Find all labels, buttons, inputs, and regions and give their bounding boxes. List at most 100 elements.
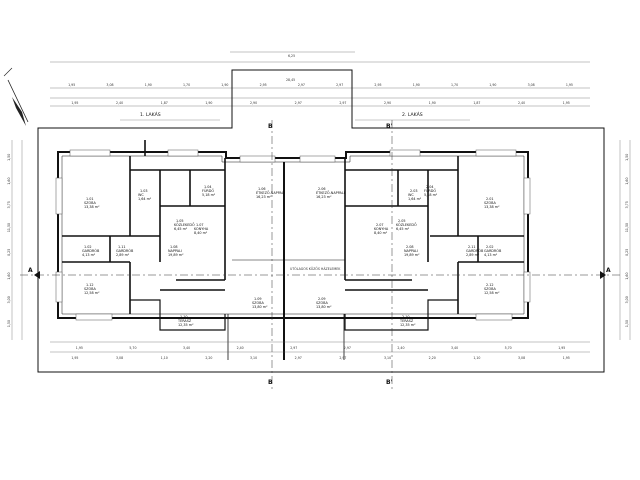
dimension-label: 2,40 xyxy=(518,101,525,105)
section-b-label-top: B xyxy=(268,123,273,130)
dimension-label: 3,08 xyxy=(116,356,123,360)
dimension-label: 2,97 xyxy=(290,346,297,350)
room-area: 4,13 m² xyxy=(484,253,498,257)
room-number: 2.05 xyxy=(398,219,406,223)
dimension-label: 3,08 xyxy=(518,356,525,360)
dimension-label: 2,97 xyxy=(336,83,343,87)
dimension-label: 1,50 xyxy=(7,154,11,161)
room-area: 12,35 m² xyxy=(178,323,194,327)
room-name: SZOBA xyxy=(252,301,264,305)
dimension-label: 2,97 xyxy=(339,356,346,360)
room-name: FÜRDŐ xyxy=(202,188,214,193)
room-area: 5,18 m² xyxy=(424,193,438,197)
dimension-label: 5,70 xyxy=(505,346,512,350)
dimension-label: 11,50 xyxy=(7,223,11,232)
dimension-label: 1,10 xyxy=(473,356,480,360)
top-dimension-lines xyxy=(50,51,590,107)
section-b-label-bottom: B xyxy=(268,379,273,386)
dimension-label: 3,10 xyxy=(384,356,391,360)
window-openings xyxy=(55,149,531,321)
room-area: 2,89 m² xyxy=(116,253,130,257)
room-name: SZOBA xyxy=(84,287,96,291)
interior-walls-left xyxy=(62,140,226,314)
dimension-label: 3,00 xyxy=(7,296,11,303)
dimension-label: 2,95 xyxy=(374,83,381,87)
section-a-label-left: A xyxy=(28,267,33,274)
room-number: 1.07 xyxy=(196,223,204,227)
dimension-label: 0,25 xyxy=(7,249,11,256)
room-name: GARDRÓB xyxy=(82,248,100,253)
common-area-label: UTÓLAGOS KÖZÖS HÁZELEMEK xyxy=(290,266,341,271)
room-area: 1,64 m² xyxy=(138,197,152,201)
room-name: ÉTKEZŐ-NAPPALI xyxy=(256,190,285,195)
room-area: 13,38 m² xyxy=(84,205,100,209)
bottom-dimension-lines xyxy=(50,341,590,353)
room-area: 2,89 m² xyxy=(466,253,480,257)
room-area: 8,40 m² xyxy=(194,231,208,235)
dimension-label: 1,10 xyxy=(161,356,168,360)
dimension-label: 1,60 xyxy=(7,273,11,280)
dimension-label: 3,00 xyxy=(625,296,629,303)
room-number: 2.09 xyxy=(318,297,326,301)
room-area: 12,58 m² xyxy=(84,291,100,295)
room-number: 2.01 xyxy=(486,197,494,201)
dimension-label: 2,40 xyxy=(116,101,123,105)
dimension-label: 2,95 xyxy=(260,83,267,87)
dimension-label: 2,20 xyxy=(429,356,436,360)
dimension-label: 3,75 xyxy=(625,201,629,208)
room-number: 1.10 xyxy=(180,315,188,319)
dimension-label: 1,90 xyxy=(145,83,152,87)
dimension-label: 1,90 xyxy=(429,101,436,105)
room-number: 2.07 xyxy=(376,223,384,227)
room-area: 6,45 m² xyxy=(174,227,188,231)
room-number: 2.04 xyxy=(426,185,434,189)
room-area: 19,89 m² xyxy=(404,253,420,257)
dimension-label: 1,95 xyxy=(563,356,570,360)
dimension-label: 1,95 xyxy=(566,83,573,87)
room-area: 8,40 m² xyxy=(374,231,388,235)
party-wall xyxy=(227,162,345,360)
dimension-label: 3,08 xyxy=(106,83,113,87)
room-name: GARDRÓB xyxy=(116,248,134,253)
room-name: KONYHA xyxy=(374,227,389,231)
dimension-label: 2,97 xyxy=(295,101,302,105)
dimension-label: 2,97 xyxy=(344,346,351,350)
room-area: 1,64 m² xyxy=(408,197,422,201)
room-area: 19,89 m² xyxy=(168,253,184,257)
room-name: WC xyxy=(138,193,144,197)
building-outline xyxy=(37,69,605,373)
dimension-label: 1,70 xyxy=(451,83,458,87)
dimension-label: 1,95 xyxy=(76,346,83,350)
room-name: WC xyxy=(408,193,414,197)
unit-1-label: 1. LAKÁS xyxy=(140,111,161,118)
room-number: 2.03 xyxy=(410,189,418,193)
room-name: SZOBA xyxy=(316,301,328,305)
dimension-label: 1,50 xyxy=(625,154,629,161)
room-area: 5,18 m² xyxy=(202,193,216,197)
room-area: 6,45 m² xyxy=(396,227,410,231)
room-number: 1.11 xyxy=(118,245,126,249)
dimension-label: 1,60 xyxy=(7,178,11,185)
dimension-label: 1,87 xyxy=(473,101,480,105)
room-number: 1.08 xyxy=(170,245,178,249)
dimension-label: 1,95 xyxy=(71,356,78,360)
section-b-prime-label-bottom: B' xyxy=(386,379,393,386)
terrace-outline xyxy=(130,299,458,331)
room-name: KONYHA xyxy=(194,227,209,231)
dimension-label: 1,50 xyxy=(7,320,11,327)
section-a-label-right: A xyxy=(606,267,611,274)
room-number: 2.11 xyxy=(468,245,476,249)
room-name: FÜRDŐ xyxy=(424,188,436,193)
section-lines-b xyxy=(271,120,393,390)
dimension-label: 5,70 xyxy=(129,346,136,350)
room-name: SZOBA xyxy=(484,201,496,205)
room-number: 2.06 xyxy=(318,187,326,191)
room-name: TERASZ xyxy=(399,319,414,323)
side-dimension-lines xyxy=(11,140,631,340)
room-name: KÖZLEKEDŐ xyxy=(174,222,195,227)
dimension-label: 1,95 xyxy=(71,101,78,105)
